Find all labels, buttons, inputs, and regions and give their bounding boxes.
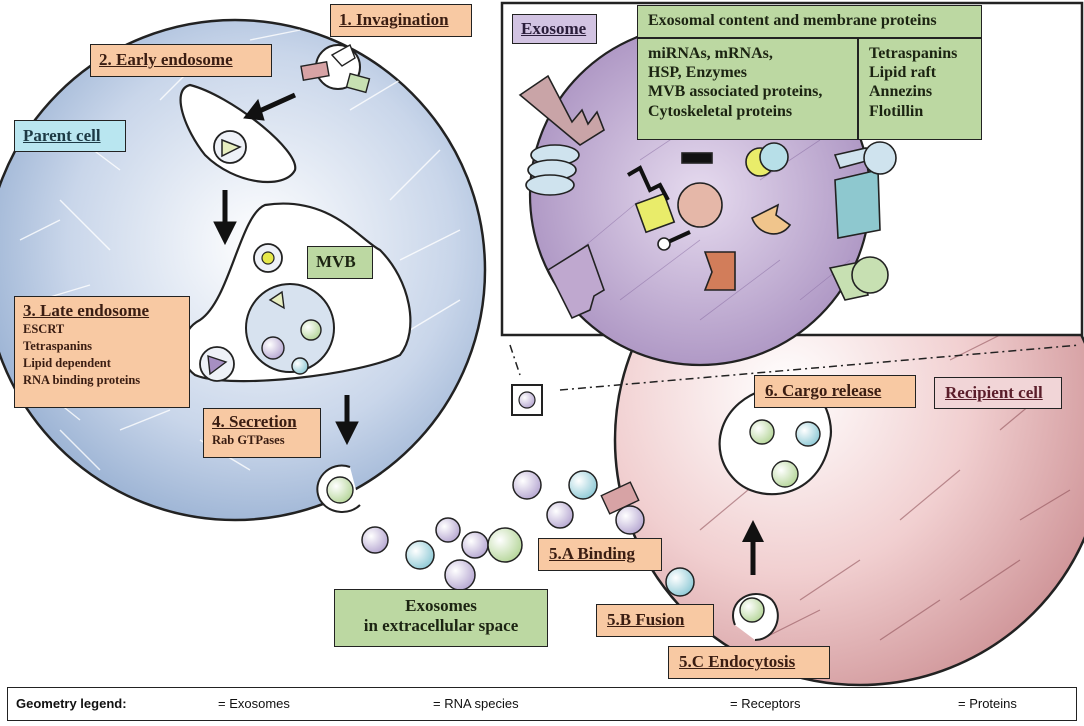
secretion-title: 4. Secretion: [212, 412, 297, 431]
legend-rna-text: = RNA species: [433, 696, 519, 711]
content-item: Flotillin: [869, 102, 924, 120]
extracellular-line: in extracellular space: [363, 616, 519, 636]
recipient-cell-label: Recipient cell: [934, 377, 1062, 409]
content-item: Cytoskeletal proteins: [648, 102, 793, 120]
late-endosome-item: RNA binding proteins: [23, 373, 141, 388]
secretion-vesicle: [316, 464, 361, 513]
invagination-label: 1. Invagination: [330, 4, 472, 37]
binding-label: 5.A Binding: [538, 538, 662, 571]
parent-cell-label: Parent cell: [14, 120, 126, 152]
early-endosome-label: 2. Early endosome: [90, 44, 272, 77]
content-right-box: Tetraspanins Lipid raft Annezins Flotill…: [858, 38, 982, 140]
content-item: Tetraspanins: [869, 45, 958, 62]
late-endosome-item: ESCRT: [23, 322, 65, 337]
late-endosome-box: 3. Late endosome ESCRT Tetraspanins Lipi…: [14, 296, 190, 408]
binding-receptor: [600, 481, 640, 515]
content-item: miRNAs, mRNAs,: [648, 45, 773, 62]
content-left-box: miRNAs, mRNAs, HSP, Enzymes MVB associat…: [637, 38, 858, 140]
extracellular-line: Exosomes: [405, 596, 477, 615]
legend-receptors-text: = Receptors: [730, 696, 801, 711]
mvb-label: MVB: [307, 246, 373, 279]
content-item: MVB associated proteins,: [648, 83, 823, 101]
secretion-box: 4. Secretion Rab GTPases: [203, 408, 321, 458]
legend-proteins-text: = Proteins: [958, 696, 1017, 711]
extracellular-label: Exosomes in extracellular space: [334, 589, 548, 647]
cargo-release-label: 6. Cargo release: [754, 375, 916, 408]
late-endosome-item: Tetraspanins: [23, 339, 93, 354]
content-item: HSP, Enzymes: [648, 64, 747, 82]
late-endosome-item: Lipid dependent: [23, 356, 111, 371]
exosomal-content-header: Exosomal content and membrane proteins: [637, 5, 982, 38]
content-item: Annezins: [869, 83, 933, 101]
legend-title: Geometry legend:: [16, 696, 127, 711]
content-item: Lipid raft: [869, 64, 937, 82]
secretion-sub: Rab GTPases: [212, 433, 285, 448]
legend-exosomes-text: = Exosomes: [218, 696, 290, 711]
extracellular-exosomes: [361, 470, 695, 597]
late-endosome-title: 3. Late endosome: [23, 301, 150, 320]
geometry-legend: Geometry legend: = Exosomes = RNA specie…: [7, 687, 1077, 721]
fusion-label: 5.B Fusion: [596, 604, 714, 637]
exosome-label: Exosome: [512, 14, 597, 44]
endocytosis-label: 5.C Endocytosis: [668, 646, 830, 679]
